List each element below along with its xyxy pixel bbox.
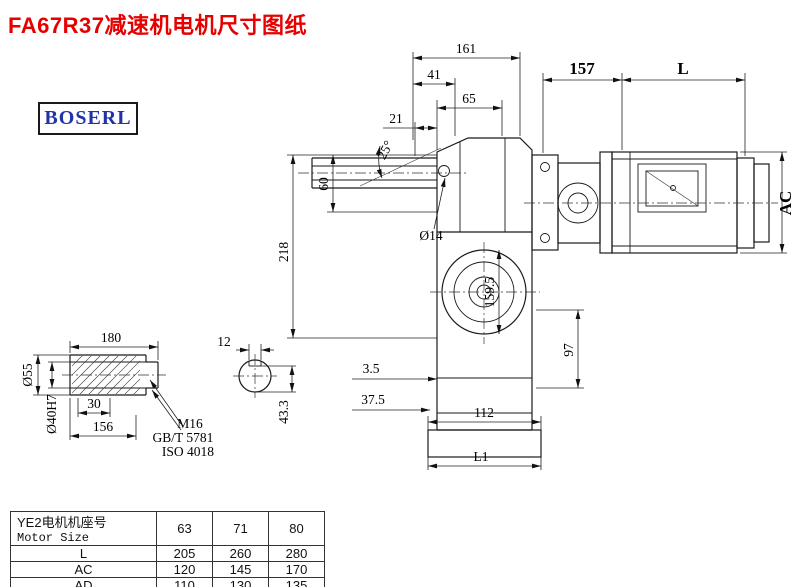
shaft-detail-view: 180 Ø55 Ø40H7 30 156 — [20, 330, 214, 459]
dim-21: 21 — [389, 111, 403, 126]
value-AD-80: 135 — [268, 577, 325, 587]
value-L-71: 260 — [212, 545, 269, 562]
table-row-AC: AC 120 145 170 — [10, 561, 325, 578]
value-AC-71: 145 — [212, 561, 269, 578]
dim-218: 218 — [276, 242, 291, 263]
shaft-outline — [62, 354, 166, 396]
dim-AC: AC — [776, 191, 795, 216]
dim-159-5: 159.5 — [482, 277, 497, 308]
dim-65: 65 — [462, 91, 476, 106]
dim-dia40h7: Ø40H7 — [44, 394, 59, 434]
value-AD-71: 130 — [212, 577, 269, 587]
main-view-dimensions: 161 41 65 21 60 — [276, 41, 795, 470]
dim-161: 161 — [456, 41, 476, 56]
row-label-AD: AD — [10, 577, 157, 587]
dim-dia14: Ø14 — [419, 228, 442, 243]
size-column-71: 71 — [212, 511, 269, 546]
dim-60: 60 — [316, 177, 331, 191]
callout-m16: M16 — [177, 416, 203, 431]
table-row-L: L 205 260 280 — [10, 545, 325, 562]
dim-12: 12 — [217, 334, 231, 349]
shaft-end-view: 12 43.3 — [217, 334, 296, 424]
value-AC-63: 120 — [156, 561, 213, 578]
dim-30: 30 — [87, 396, 101, 411]
value-L-80: 280 — [268, 545, 325, 562]
dim-97: 97 — [561, 343, 576, 357]
dim-156: 156 — [93, 419, 114, 434]
gear-housing — [359, 137, 542, 458]
dim-L: L — [677, 59, 688, 78]
dim-L1: L1 — [474, 449, 489, 464]
table-header-row: YE2电机机座号 Motor Size 63 71 80 — [10, 511, 325, 546]
hatch-pattern — [72, 356, 140, 394]
dim-112: 112 — [474, 405, 494, 420]
callout-iso-4018: ISO 4018 — [162, 444, 214, 459]
shaft-dimensions: 180 Ø55 Ø40H7 30 156 — [20, 330, 214, 459]
header-line1: YE2电机机座号 — [17, 515, 107, 530]
page-title: FA67R37减速机电机尺寸图纸 — [8, 13, 307, 38]
row-label-AC: AC — [10, 561, 157, 578]
callout-gbt-5781: GB/T 5781 — [153, 430, 214, 445]
size-column-63: 63 — [156, 511, 213, 546]
dim-41: 41 — [427, 67, 441, 82]
dim-180: 180 — [101, 330, 122, 345]
size-column-80: 80 — [268, 511, 325, 546]
dim-dia55: Ø55 — [20, 363, 35, 386]
header-line2: Motor Size — [17, 531, 90, 545]
value-AD-63: 110 — [156, 577, 213, 587]
value-L-63: 205 — [156, 545, 213, 562]
dim-43-3: 43.3 — [276, 400, 291, 424]
brand-logo: BOSERL — [38, 102, 138, 135]
table-row-AD: AD 110 130 135 — [10, 577, 325, 587]
main-view-drawing: 161 41 65 21 60 — [276, 41, 795, 470]
motor-assembly — [524, 151, 778, 254]
dim-3-5: 3.5 — [363, 361, 380, 376]
dim-37-5: 37.5 — [361, 392, 385, 407]
row-label-L: L — [10, 545, 157, 562]
motor-size-table: YE2电机机座号 Motor Size 63 71 80 L 205 260 2… — [10, 511, 325, 587]
dim-157: 157 — [569, 59, 595, 78]
value-AC-80: 170 — [268, 561, 325, 578]
header-motor-size-cell: YE2电机机座号 Motor Size — [10, 511, 157, 546]
